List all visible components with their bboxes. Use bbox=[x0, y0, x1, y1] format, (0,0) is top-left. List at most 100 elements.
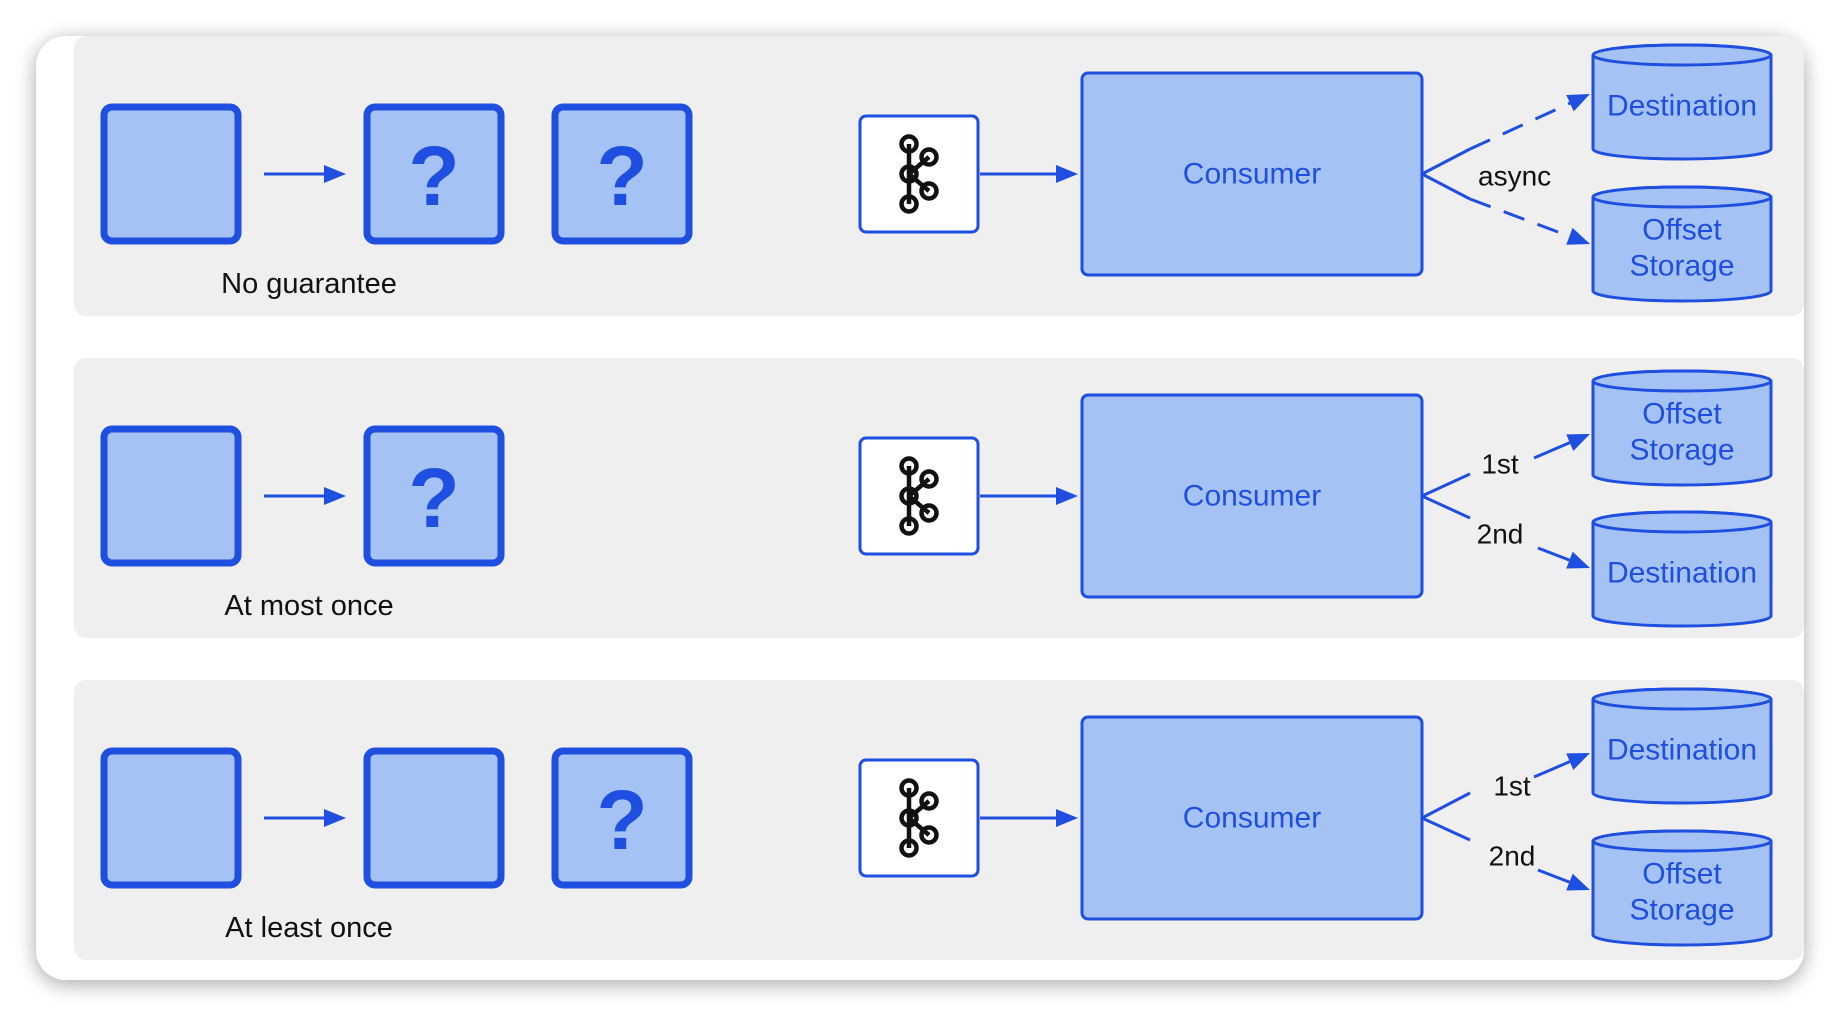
arrow-head bbox=[1566, 94, 1590, 112]
question-mark: ? bbox=[596, 773, 647, 867]
panel-2: ?At most onceConsumerOffsetStorageDestin… bbox=[74, 358, 1804, 638]
message-square bbox=[363, 747, 505, 889]
cylinder-top bbox=[1591, 829, 1773, 853]
kafka-node bbox=[899, 808, 919, 828]
arrow-shaft bbox=[1537, 546, 1571, 562]
guarantee-caption: No guarantee bbox=[221, 268, 397, 300]
fork-line bbox=[1421, 816, 1471, 842]
kafka-node bbox=[919, 147, 939, 167]
arrow-shaft bbox=[1537, 868, 1571, 884]
cylinder-top bbox=[1591, 510, 1773, 534]
kafka-branch bbox=[907, 494, 931, 515]
kafka-broker bbox=[858, 436, 980, 556]
arrow-head bbox=[1566, 551, 1590, 569]
fork-line bbox=[1421, 494, 1471, 520]
panel-1: ?? No guarantee Consumer DestinationOffsetS… bbox=[74, 36, 1804, 316]
second-write-arrow bbox=[1537, 546, 1590, 569]
message-box: ? bbox=[363, 103, 505, 245]
arrow-shaft bbox=[1469, 101, 1571, 151]
target-label: Offset bbox=[1642, 214, 1722, 247]
sequence-arrow bbox=[264, 165, 346, 183]
kafka-logo-icon bbox=[899, 134, 939, 214]
arrow-head bbox=[324, 809, 346, 827]
arrow-head bbox=[1566, 873, 1590, 891]
message-square bbox=[100, 425, 242, 567]
kafka-node bbox=[919, 181, 939, 201]
second-write-arrow bbox=[1537, 868, 1590, 891]
first-write-arrow bbox=[1533, 434, 1590, 460]
consumer-label: Consumer bbox=[1183, 802, 1321, 835]
question-mark: ? bbox=[596, 129, 647, 223]
broker-to-consumer-arrow bbox=[980, 487, 1078, 505]
consumer-fork: async bbox=[1421, 94, 1590, 245]
consumer: Consumer bbox=[1080, 393, 1424, 599]
cylinder-top bbox=[1591, 687, 1773, 711]
storage-target: Destination bbox=[1591, 510, 1773, 628]
message-square bbox=[551, 747, 693, 889]
target-label: Destination bbox=[1607, 90, 1757, 123]
kafka-node bbox=[899, 456, 919, 476]
async-arrow-offset bbox=[1469, 197, 1590, 245]
message-box: ? bbox=[551, 747, 693, 889]
message-box bbox=[100, 747, 242, 889]
async-arrow-destination bbox=[1469, 94, 1590, 151]
target-label: Offset bbox=[1642, 858, 1722, 891]
fork-line bbox=[1421, 172, 1471, 201]
fork-line bbox=[1421, 472, 1471, 498]
message-square bbox=[100, 103, 242, 245]
kafka-broker bbox=[858, 114, 980, 234]
order-label-second: 2nd bbox=[1489, 841, 1536, 872]
target-label: Storage bbox=[1629, 434, 1734, 467]
arrow-head bbox=[324, 165, 346, 183]
consumer-label: Consumer bbox=[1183, 158, 1321, 191]
arrow-shaft bbox=[1533, 760, 1571, 779]
target-label: Offset bbox=[1642, 398, 1722, 431]
cylinder-top bbox=[1591, 185, 1773, 209]
kafka-box bbox=[858, 436, 980, 556]
sequence-arrow bbox=[264, 487, 346, 505]
target-label: Storage bbox=[1629, 894, 1734, 927]
kafka-branch bbox=[907, 816, 931, 837]
storage-target: Destination bbox=[1591, 43, 1773, 161]
broker-to-consumer-arrow bbox=[980, 165, 1078, 183]
arrow-head bbox=[324, 487, 346, 505]
message-square bbox=[551, 103, 693, 245]
cylinder-top bbox=[1591, 369, 1773, 393]
kafka-broker bbox=[858, 758, 980, 878]
message-box: ? bbox=[551, 103, 693, 245]
first-write-arrow bbox=[1533, 753, 1590, 779]
kafka-branch bbox=[907, 155, 931, 176]
message-square bbox=[363, 103, 505, 245]
order-label-second: 2nd bbox=[1477, 519, 1524, 550]
consumer: Consumer bbox=[1080, 71, 1424, 277]
kafka-node bbox=[919, 503, 939, 523]
arrow-head bbox=[1056, 165, 1078, 183]
message-box bbox=[100, 103, 242, 245]
sequence-arrow bbox=[264, 809, 346, 827]
kafka-logo-icon bbox=[899, 456, 939, 536]
kafka-node bbox=[899, 486, 919, 506]
message-box bbox=[100, 425, 242, 567]
arrow-head bbox=[1566, 753, 1590, 770]
kafka-node bbox=[899, 194, 919, 214]
broker-to-consumer-arrow bbox=[980, 809, 1078, 827]
kafka-branch bbox=[907, 477, 931, 498]
kafka-box bbox=[858, 114, 980, 234]
target-label: Storage bbox=[1629, 250, 1734, 283]
consumer: Consumer bbox=[1080, 715, 1424, 921]
question-mark: ? bbox=[408, 451, 459, 545]
cylinder-top bbox=[1591, 43, 1773, 67]
kafka-node bbox=[899, 164, 919, 184]
fork-line bbox=[1421, 147, 1471, 176]
message-square bbox=[363, 425, 505, 567]
consumer-label: Consumer bbox=[1183, 480, 1321, 513]
storage-target: Destination bbox=[1591, 687, 1773, 805]
arrow-head bbox=[1566, 227, 1590, 245]
kafka-branch bbox=[907, 799, 931, 820]
order-label-first: 1st bbox=[1493, 771, 1531, 802]
target-label: Destination bbox=[1607, 734, 1757, 767]
arrow-head bbox=[1056, 809, 1078, 827]
